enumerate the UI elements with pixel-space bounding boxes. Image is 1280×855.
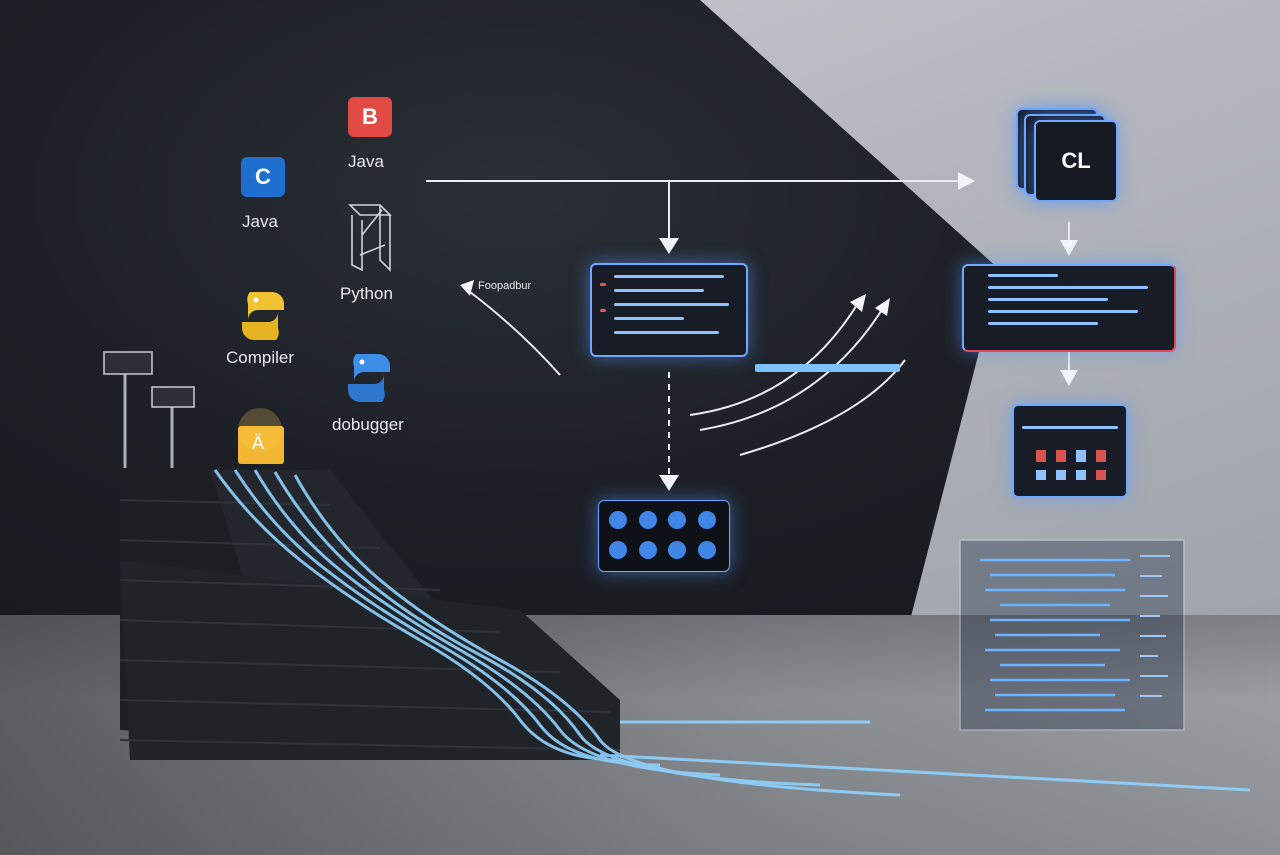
panel-icon: [1036, 450, 1046, 462]
debug-dot-icon: [638, 511, 657, 529]
pipeline-label: Foopadbur: [478, 280, 532, 292]
code-line: [988, 322, 1098, 325]
c-icon: C: [241, 157, 285, 197]
arrow-heads: [460, 172, 1078, 491]
java-label-top: Java: [348, 152, 384, 171]
code-line: [614, 303, 729, 306]
debugger-label: dobugger: [332, 415, 404, 434]
stair-top-label: Ä: [252, 433, 265, 453]
center-code-panel: [590, 263, 748, 357]
code-line: [988, 310, 1138, 313]
panel-icon: [1056, 450, 1066, 462]
debug-dot-icon: [697, 511, 716, 529]
debug-dot-icon: [697, 541, 716, 559]
debug-dot-icon: [609, 541, 627, 559]
python-blue-icon: [348, 354, 390, 402]
stair-stack: [119, 469, 1251, 797]
debug-dot-icon: [668, 511, 686, 529]
code-line: [988, 286, 1148, 289]
code-marker: [600, 283, 606, 286]
panel-icon: [1096, 470, 1106, 480]
panel-icon: [1036, 470, 1046, 480]
code-line: [614, 331, 719, 334]
signal-posts: [103, 351, 195, 468]
glow-box-icon: [238, 408, 284, 464]
panel-header-line: [1022, 426, 1118, 429]
python-label: Python: [340, 284, 393, 303]
code-line: [614, 275, 724, 278]
debug-dot-icon: [609, 511, 627, 529]
debug-dot-icon: [668, 541, 686, 559]
compiler-label: Compiler: [226, 348, 295, 367]
code-window: [959, 539, 1185, 731]
right-code-panel: [962, 264, 1176, 352]
python-sketch-icon: [348, 204, 392, 272]
panel-icon: [1096, 450, 1106, 462]
cl-label: CL: [1061, 148, 1091, 173]
debug-icons-panel: [598, 500, 730, 572]
panel-icon: [1056, 470, 1066, 480]
right-icons-panel: [1012, 404, 1128, 498]
code-line: [614, 289, 704, 292]
progress-bar: [755, 364, 900, 372]
python-yellow-icon: [242, 292, 284, 340]
code-marker: [600, 309, 606, 312]
code-line: [988, 298, 1108, 301]
code-line: [614, 317, 684, 320]
panel-icon: [1076, 470, 1086, 480]
java-label-left: Java: [242, 212, 278, 231]
panel-icon: [1076, 450, 1086, 462]
debug-dot-icon: [638, 541, 657, 559]
code-line: [988, 274, 1058, 277]
flow-arrows: [426, 180, 1070, 478]
cl-stack-front: CL: [1034, 120, 1118, 202]
b-icon: B: [348, 97, 392, 137]
